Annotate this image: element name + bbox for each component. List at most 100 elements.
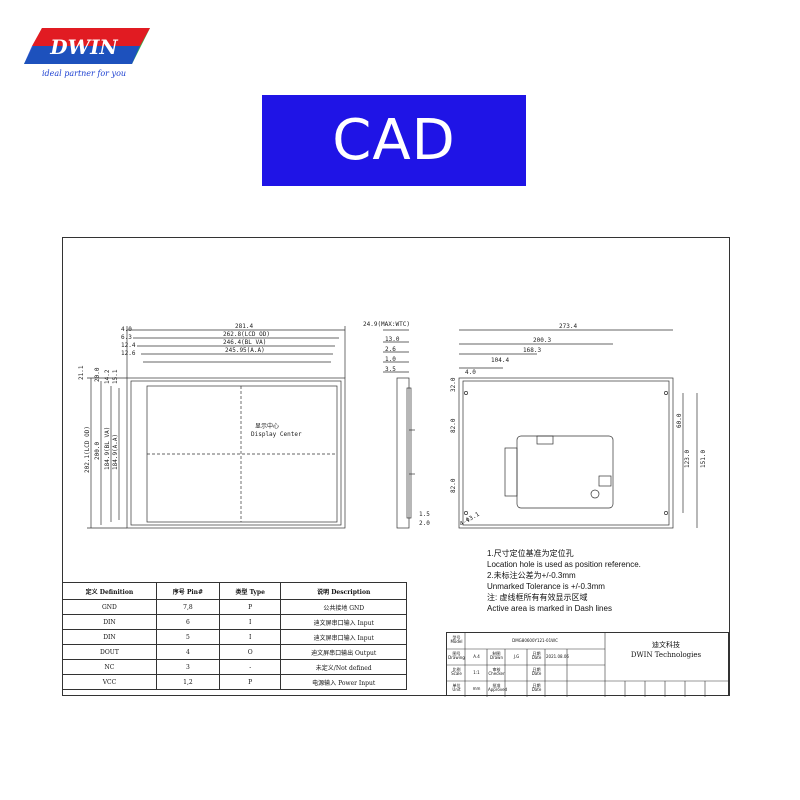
side-dim-bottom-1: 2.0 [419,520,430,527]
side-dim-0: 13.0 [385,336,400,343]
side-outline [396,377,410,529]
cell: 1,2 [155,674,220,690]
center-label-cn: 显示中心 [255,422,279,430]
cad-banner: CAD [262,95,526,186]
side-thickness: 24.9(MAX:WTC) [363,321,410,328]
cell: DOUT [62,644,157,660]
cell: 公共接地 GND [280,599,407,615]
tb-unit-value: mm [472,686,481,691]
cell: NC [62,659,157,675]
company-en: DWIN Technologies [630,650,702,659]
cell: 迪文屏串口输入 Input [280,629,407,645]
cell: 5 [155,629,220,645]
table-row: DOUT 4 O 迪文屏串口输出 Output [62,644,407,660]
dim-top-3: 12.6 [121,350,136,357]
cell: P [218,674,282,690]
back-dim-left-0: 32.0 [450,377,457,392]
dim-left-small-0: 21.1 [78,365,85,380]
note-1: Location hole is used as position refere… [487,560,641,569]
back-dim-left-2: 82.0 [450,478,457,493]
pin-table-header: 定义 Definition 序号 Pin# 类型 Type 说明 Descrip… [62,582,407,600]
side-dims-text: 24.9(MAX:WTC) 13.0 2.6 1.0 3.5 1.5 2.0 [363,321,430,527]
cad-drawing: 4.0 6.3 12.4 12.6 281.4 262.8(LCD OD) 24… [78,321,707,613]
title-block-grid [447,633,730,697]
center-label-en: Display Center [251,431,302,438]
side-view [383,329,415,529]
header-description: 说明 Description [280,582,407,600]
table-row: DIN 5 I 迪文屏串口输入 Input [62,629,407,645]
side-dim-2: 1.0 [385,356,396,363]
pcb-connector [504,447,518,497]
dim-left-small-1: 20.0 [94,367,101,382]
back-dim-right-1: 123.0 [684,450,691,468]
dim-top-2: 12.4 [121,342,136,349]
dim-left-2: 184.9(BL VA) [104,427,111,470]
header-pin: 序号 Pin# [155,582,220,600]
hole-br [664,511,668,515]
cell: 6 [155,614,220,630]
tb-company: 迪文科技 DWIN Technologies [606,641,726,661]
cell: P [218,599,282,615]
dim-width-bl: 246.4(BL VA) [223,339,266,346]
cell: O [218,644,282,660]
dim-top-1: 6.3 [121,334,132,341]
logo-tagline: ideal partner for you [42,69,126,78]
note-5: Active area is marked in Dash lines [487,604,612,613]
cell: DIN [62,629,157,645]
cell: - [218,659,282,675]
back-dim-total: 273.4 [559,323,577,330]
back-dim-left-1: 82.0 [450,418,457,433]
tb-model-value: DMG80600Y121-01WC [512,638,558,643]
front-outline [126,377,346,529]
cell: 4 [155,644,220,660]
back-dim-d: 4.0 [465,369,476,376]
note-0: 1.尺寸定位基准为定位孔 [487,548,574,558]
back-dim-b: 168.3 [523,347,541,354]
side-dim-bottom-0: 1.5 [419,511,430,518]
header-type: 类型 Type [218,582,282,600]
dim-left-small-3: 15.1 [112,369,119,384]
front-inner [130,380,342,526]
tb-drawn-value: J.G [513,654,520,659]
note-3: Unmarked Tolerance is +/-0.3mm [487,582,605,591]
hole-tl [464,391,468,395]
dim-left-0: 202.1(LCD OD) [84,426,91,473]
back-view [458,329,698,529]
back-dims-text: 273.4 200.3 168.3 104.4 4.0 32.0 82.0 82… [450,323,707,528]
cell: GND [62,599,157,615]
dim-left-small-2: 14.2 [104,369,111,384]
dim-top-0: 4.0 [121,326,132,333]
company-cn: 迪文科技 [652,641,680,649]
table-row: GND 7,8 P 公共接地 GND [62,599,407,615]
cell: 电源输入 Power Input [280,674,407,690]
note-2: 2.未标注公差为+/-0.3mm [487,570,576,580]
back-dim-c: 104.4 [491,357,509,364]
cell: 3 [155,659,220,675]
back-outline [458,377,674,529]
tb-drawing-value: A.4 [473,654,480,659]
back-dim-a: 200.3 [533,337,551,344]
pin-table: 定义 Definition 序号 Pin# 类型 Type 说明 Descrip… [62,582,407,690]
banner-title: CAD [332,108,456,173]
side-dim-1: 2.6 [385,346,396,353]
cell: I [218,614,282,630]
front-dims-text: 4.0 6.3 12.4 12.6 281.4 262.8(LCD OD) 24… [78,323,302,473]
back-dim-right-2: 151.0 [700,450,707,468]
cell: DIN [62,614,157,630]
logo-brand: DWIN [49,35,118,59]
table-row: VCC 1,2 P 电源输入 Power Input [62,674,407,690]
dim-width-total: 281.4 [235,323,253,330]
dim-width-aa: 245.95(A.A) [225,347,265,354]
table-row: DIN 6 I 迪文屏串口输入 Input [62,614,407,630]
hole-bl [464,511,468,515]
cell: 迪文屏串口输出 Output [280,644,407,660]
